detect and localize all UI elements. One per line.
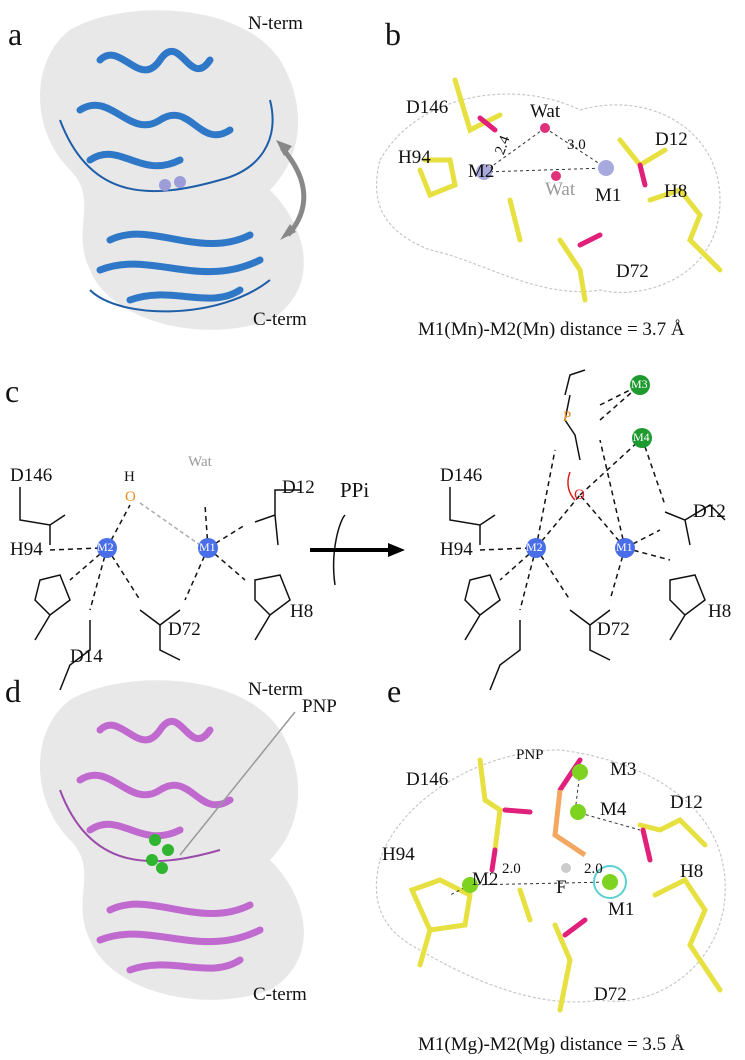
pnp-label: PNP bbox=[302, 696, 337, 717]
panel-a-label: a bbox=[8, 16, 23, 52]
metal-m4: M4 bbox=[600, 799, 627, 820]
ppi-arrow-label: PPi bbox=[340, 478, 370, 502]
metal-m1: M1 bbox=[608, 899, 635, 920]
metal-m2: M2 bbox=[526, 540, 543, 554]
panel-a-structure bbox=[40, 10, 307, 330]
residue-d72: D72 bbox=[168, 619, 201, 640]
metal-m4: M4 bbox=[633, 430, 650, 444]
panel-e-caption: M1(Mg)-M2(Mg) distance = 3.5 Å bbox=[418, 1034, 685, 1055]
residue-d146: D146 bbox=[406, 97, 449, 118]
hydrogen-label: H bbox=[124, 469, 135, 485]
residue-d146: D146 bbox=[440, 465, 483, 486]
panel-e-label: e bbox=[387, 673, 402, 709]
panel-c-left-scheme bbox=[19, 487, 346, 691]
water-label: Wat bbox=[188, 454, 212, 470]
water-oxygen: O bbox=[125, 489, 136, 505]
residue-h94: H94 bbox=[398, 147, 431, 168]
panel-e-density bbox=[375, 749, 726, 1013]
residue-h8: H8 bbox=[680, 861, 704, 882]
metal-m2: M2 bbox=[472, 869, 499, 890]
residue-h94: H94 bbox=[382, 844, 415, 865]
metal-m2: M2 bbox=[468, 161, 495, 182]
metal-m2: M2 bbox=[97, 540, 114, 554]
residue-h94: H94 bbox=[440, 539, 473, 560]
pnp-label: PNP bbox=[516, 747, 544, 763]
panel-c-label: c bbox=[5, 373, 20, 409]
residue-d14: D14 bbox=[70, 646, 103, 667]
residue-h8: H8 bbox=[290, 601, 314, 622]
panel-b-caption: M1(Mn)-M2(Mn) distance = 3.7 Å bbox=[418, 319, 685, 340]
metal-m3: M3 bbox=[631, 377, 648, 391]
residue-d12: D12 bbox=[670, 792, 703, 813]
residue-d72: D72 bbox=[616, 261, 649, 282]
c-term-label: C-term bbox=[253, 984, 307, 1005]
n-term-label: N-term bbox=[248, 679, 303, 700]
panel-c-right-scheme bbox=[449, 369, 726, 691]
residue-h8: H8 bbox=[664, 181, 688, 202]
panel-d-structure bbox=[40, 680, 304, 1000]
panel-d-label: d bbox=[5, 673, 21, 709]
residue-d72: D72 bbox=[594, 984, 627, 1005]
distance-label: 3.0 bbox=[567, 137, 586, 153]
n-term-label: N-term bbox=[248, 13, 303, 34]
fluoride-label: F bbox=[556, 877, 567, 898]
residue-d146: D146 bbox=[406, 769, 449, 790]
panel-b-label: b bbox=[385, 16, 401, 52]
residue-d12: D12 bbox=[655, 129, 688, 150]
metal-m3: M3 bbox=[610, 759, 637, 780]
residue-d12: D12 bbox=[282, 477, 315, 498]
distance-label: 2.0 bbox=[502, 861, 521, 877]
water-label-mid: Wat bbox=[545, 179, 576, 200]
metal-m1: M1 bbox=[595, 185, 622, 206]
metal-m1: M1 bbox=[199, 540, 216, 554]
water-label: Wat bbox=[530, 101, 561, 122]
residue-d72: D72 bbox=[597, 619, 630, 640]
residue-h8: H8 bbox=[708, 601, 732, 622]
residue-d12: D12 bbox=[693, 501, 726, 522]
residue-d146: D146 bbox=[10, 465, 53, 486]
residue-h94: H94 bbox=[10, 539, 43, 560]
c-term-label: C-term bbox=[253, 309, 307, 330]
phosphorus-label: P bbox=[563, 409, 572, 425]
panel-b-density bbox=[375, 77, 723, 303]
distance-label: 2.0 bbox=[584, 861, 603, 877]
bridging-oxygen: O bbox=[574, 487, 585, 503]
metal-m1: M1 bbox=[616, 540, 633, 554]
